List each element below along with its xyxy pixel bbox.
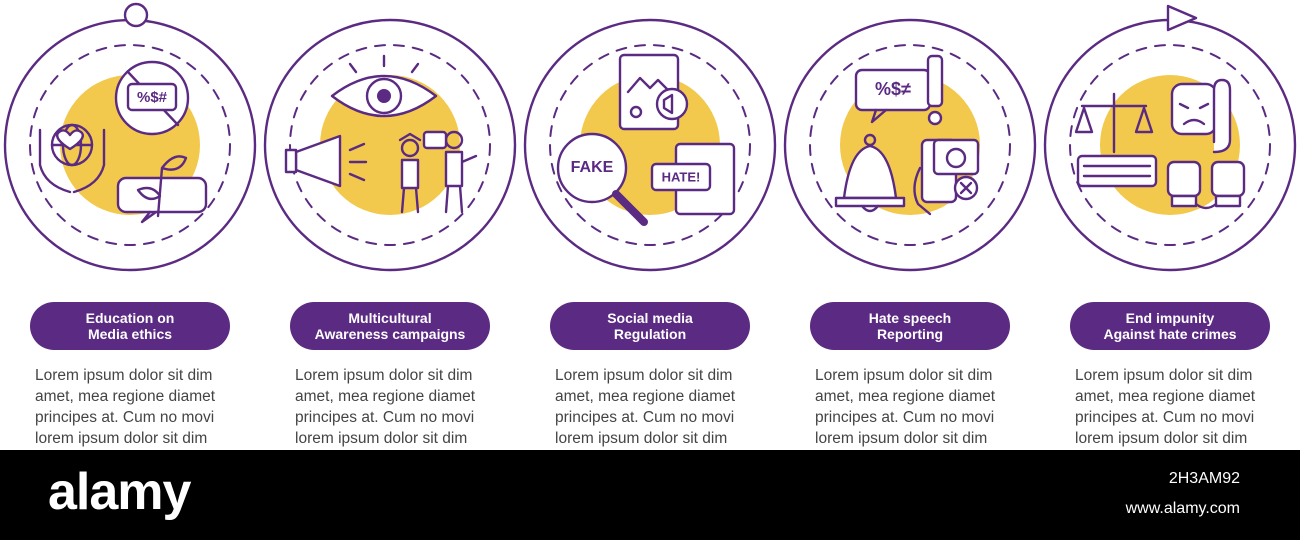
profanity-bubble-icon: %$≠	[854, 54, 944, 126]
description-line: amet, mea regione diamet	[295, 388, 476, 405]
description-line: principes at. Cum no movi	[295, 409, 475, 426]
start-node	[123, 2, 149, 28]
description-line: Lorem ipsum dolor sit dim	[815, 367, 993, 384]
description-line: principes at. Cum no movi	[555, 409, 735, 426]
infographic: %$# FAKE HATE! %$≠	[3, 2, 1297, 272]
dashed-ring	[809, 44, 1011, 246]
step-2-icons	[284, 54, 478, 214]
description-line: lorem ipsum dolor sit dim	[815, 430, 988, 447]
no-profanity-icon: %$#	[114, 60, 190, 136]
scales-justice-icon	[1074, 92, 1158, 188]
description-line: lorem ipsum dolor sit dim	[1075, 430, 1248, 447]
profile-card-icon	[618, 53, 689, 131]
fake-label: FAKE	[571, 159, 614, 176]
step-3-icons: FAKE HATE!	[556, 53, 736, 226]
description-line: amet, mea regione diamet	[815, 388, 996, 405]
description-line: Lorem ipsum dolor sit dim	[35, 367, 213, 384]
megaphone-icon	[284, 134, 368, 188]
step-2-circle	[263, 18, 517, 272]
step-title-line: Reporting	[876, 326, 944, 342]
step-title-line: Against hate crimes	[1103, 326, 1237, 342]
description-line: amet, mea regione diamet	[555, 388, 736, 405]
eye-icon	[330, 54, 438, 118]
step-title-line: End impunity	[1125, 310, 1215, 326]
dashed-ring	[29, 44, 231, 246]
profanity-symbols: %$≠	[875, 79, 911, 99]
step-5-icons	[1074, 78, 1246, 210]
step-1-description: Lorem ipsum dolor sit dim amet, mea regio…	[35, 365, 250, 449]
end-arrow	[1166, 4, 1198, 32]
step-title-line: Social media	[607, 310, 693, 326]
dashed-ring	[1069, 44, 1271, 246]
bell-icon	[834, 133, 906, 213]
dashed-ring	[289, 44, 491, 246]
step-title-line: Multicultural	[348, 310, 432, 326]
stop-hand-icon	[1212, 78, 1232, 154]
step-title-line: Education on	[85, 310, 175, 326]
step-title-line: Hate speech	[868, 310, 952, 326]
step-1-icons: %$#	[38, 60, 208, 224]
description-line: amet, mea regione diamet	[35, 388, 216, 405]
hands-globe-icon	[38, 123, 106, 194]
image-id: 2H3AM92	[1168, 470, 1240, 487]
hate-label: HATE!	[662, 169, 701, 184]
step-2-description: Lorem ipsum dolor sit dim amet, mea regio…	[295, 365, 510, 449]
description-line: lorem ipsum dolor sit dim	[295, 430, 468, 447]
step-4-icons: %$≠	[834, 54, 980, 216]
outer-ring	[783, 18, 1037, 272]
step-4-description: Lorem ipsum dolor sit dim amet, mea regio…	[815, 365, 1030, 449]
description-line: Lorem ipsum dolor sit dim	[1075, 367, 1253, 384]
site-url: www.alamy.com	[1125, 500, 1240, 517]
step-title-line: Media ethics	[87, 326, 173, 342]
step-5-description: Lorem ipsum dolor sit dim amet, mea regio…	[1075, 365, 1290, 449]
step-5-circle	[1043, 18, 1297, 272]
description-line: lorem ipsum dolor sit dim	[555, 430, 728, 447]
description-line: principes at. Cum no movi	[35, 409, 215, 426]
alamy-logo: alamy	[48, 463, 191, 521]
fake-magnifier-icon: FAKE	[556, 132, 648, 226]
outer-ring	[523, 18, 777, 272]
hate-sign-icon: HATE!	[650, 142, 736, 216]
timeline-diagram: %$# FAKE HATE! %$≠	[3, 2, 1297, 272]
description-line: Lorem ipsum dolor sit dim	[555, 367, 733, 384]
description-line: lorem ipsum dolor sit dim	[35, 430, 208, 447]
step-1-circle	[3, 18, 257, 272]
step-3-description: Lorem ipsum dolor sit dim amet, mea regio…	[555, 365, 770, 449]
people-talking-icon	[398, 130, 478, 214]
dashed-ring	[549, 44, 751, 246]
description-line: amet, mea regione diamet	[1075, 388, 1256, 405]
phone-report-icon	[913, 138, 980, 216]
watermark-footer	[0, 450, 1300, 540]
description-line: principes at. Cum no movi	[815, 409, 995, 426]
description-line: principes at. Cum no movi	[1075, 409, 1255, 426]
step-title-line: Awareness campaigns	[314, 326, 466, 342]
profanity-symbols: %$#	[137, 89, 168, 106]
angry-face-icon	[1170, 82, 1218, 136]
handcuffed-hands-icon	[1166, 160, 1246, 210]
description-line: Lorem ipsum dolor sit dim	[295, 367, 473, 384]
chat-leaf-icon	[116, 155, 208, 224]
outer-ring	[263, 18, 517, 272]
step-title-line: Regulation	[613, 326, 687, 342]
step-4-circle	[783, 18, 1037, 272]
